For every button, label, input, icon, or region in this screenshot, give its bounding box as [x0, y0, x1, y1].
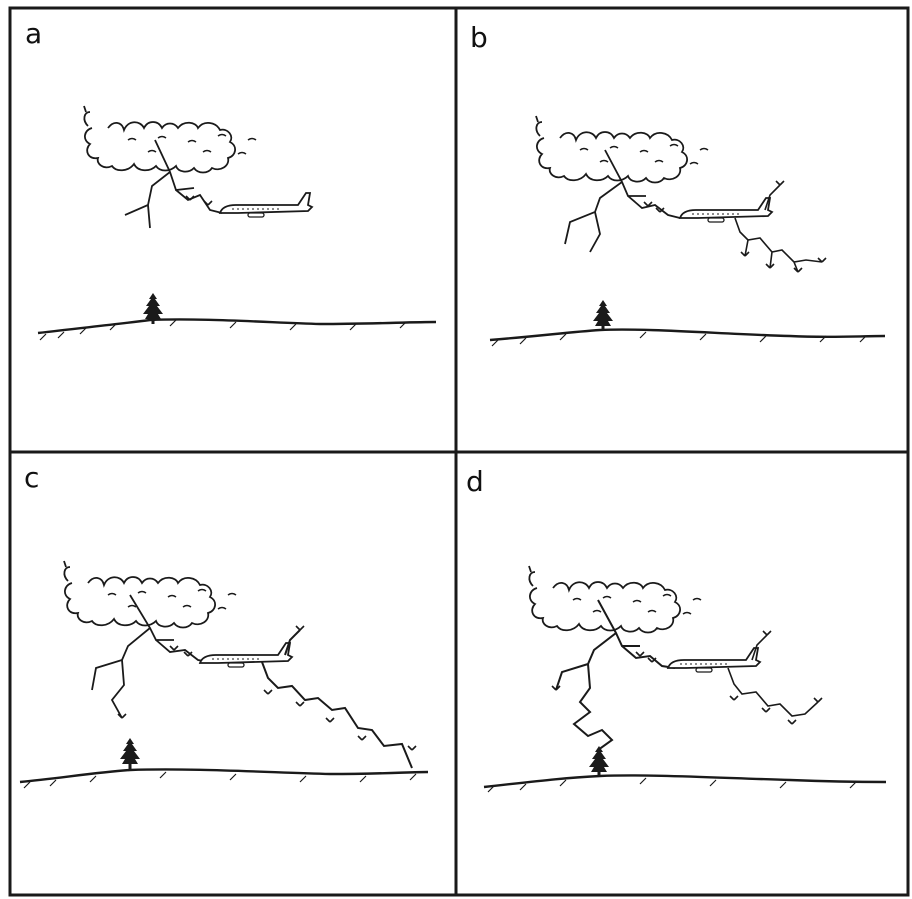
panel-label-d: d [466, 468, 484, 496]
panel-a-drawing [38, 106, 436, 340]
panel-c-drawing [20, 561, 428, 788]
panel-label-a: a [25, 20, 42, 48]
panel-label-b: b [470, 24, 488, 52]
panel-label-c: c [24, 464, 39, 492]
panel-d-drawing [484, 566, 886, 792]
panel-b-drawing [490, 116, 885, 346]
panel-borders [10, 8, 908, 895]
